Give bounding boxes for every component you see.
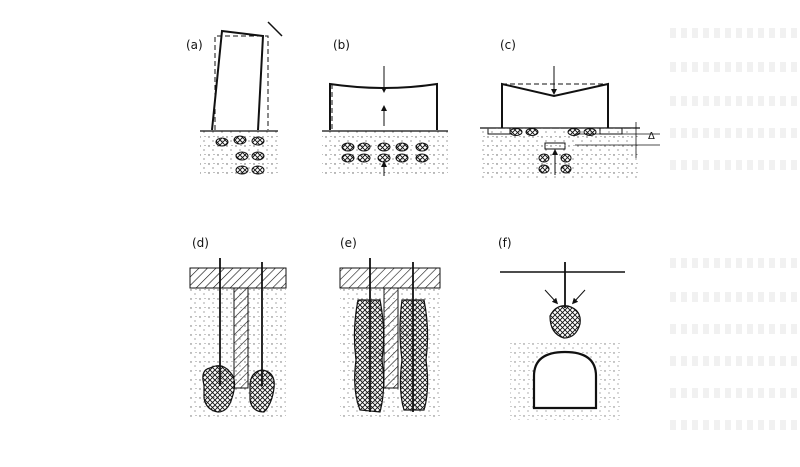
tunnel-f — [532, 350, 598, 410]
grout-column-right-e — [399, 299, 429, 411]
panel-e: (e) — [339, 236, 441, 418]
page-bleed-through — [670, 0, 800, 463]
building-a-original — [214, 35, 269, 130]
panel-label-e: (e) — [340, 236, 357, 250]
grout-mass-left-d — [202, 365, 236, 413]
panel-c: (c) Δ — [480, 38, 660, 178]
settlement-symbol: Δ — [648, 131, 655, 142]
panel-f: (f) — [498, 236, 625, 420]
grout-mass-right-d — [249, 369, 275, 413]
panel-label-d: (d) — [192, 236, 209, 250]
building-a-tilted — [211, 29, 265, 131]
grout-bulbs-c — [509, 128, 597, 174]
slab-e — [339, 267, 441, 289]
grout-bulbs-b — [341, 142, 429, 163]
soil-b — [322, 131, 448, 176]
building-c — [501, 82, 609, 128]
injection-arrow-left-f — [544, 289, 559, 305]
grout-bulbs-a — [215, 135, 265, 175]
panel-label-a: (a) — [186, 38, 203, 52]
panel-label-b: (b) — [333, 38, 350, 52]
panel-d: (d) — [189, 236, 287, 418]
grout-bulb-f — [549, 305, 581, 339]
tilt-arrow — [267, 21, 283, 37]
soil-c — [480, 128, 640, 178]
panel-label-f: (f) — [498, 236, 512, 250]
panel-a: (a) — [186, 21, 283, 176]
grout-column-left-e — [353, 299, 385, 413]
panel-label-c: (c) — [500, 38, 516, 52]
panel-b: (b) — [322, 38, 448, 176]
injection-arrow-right-f — [571, 289, 586, 305]
slab-d — [189, 267, 287, 289]
